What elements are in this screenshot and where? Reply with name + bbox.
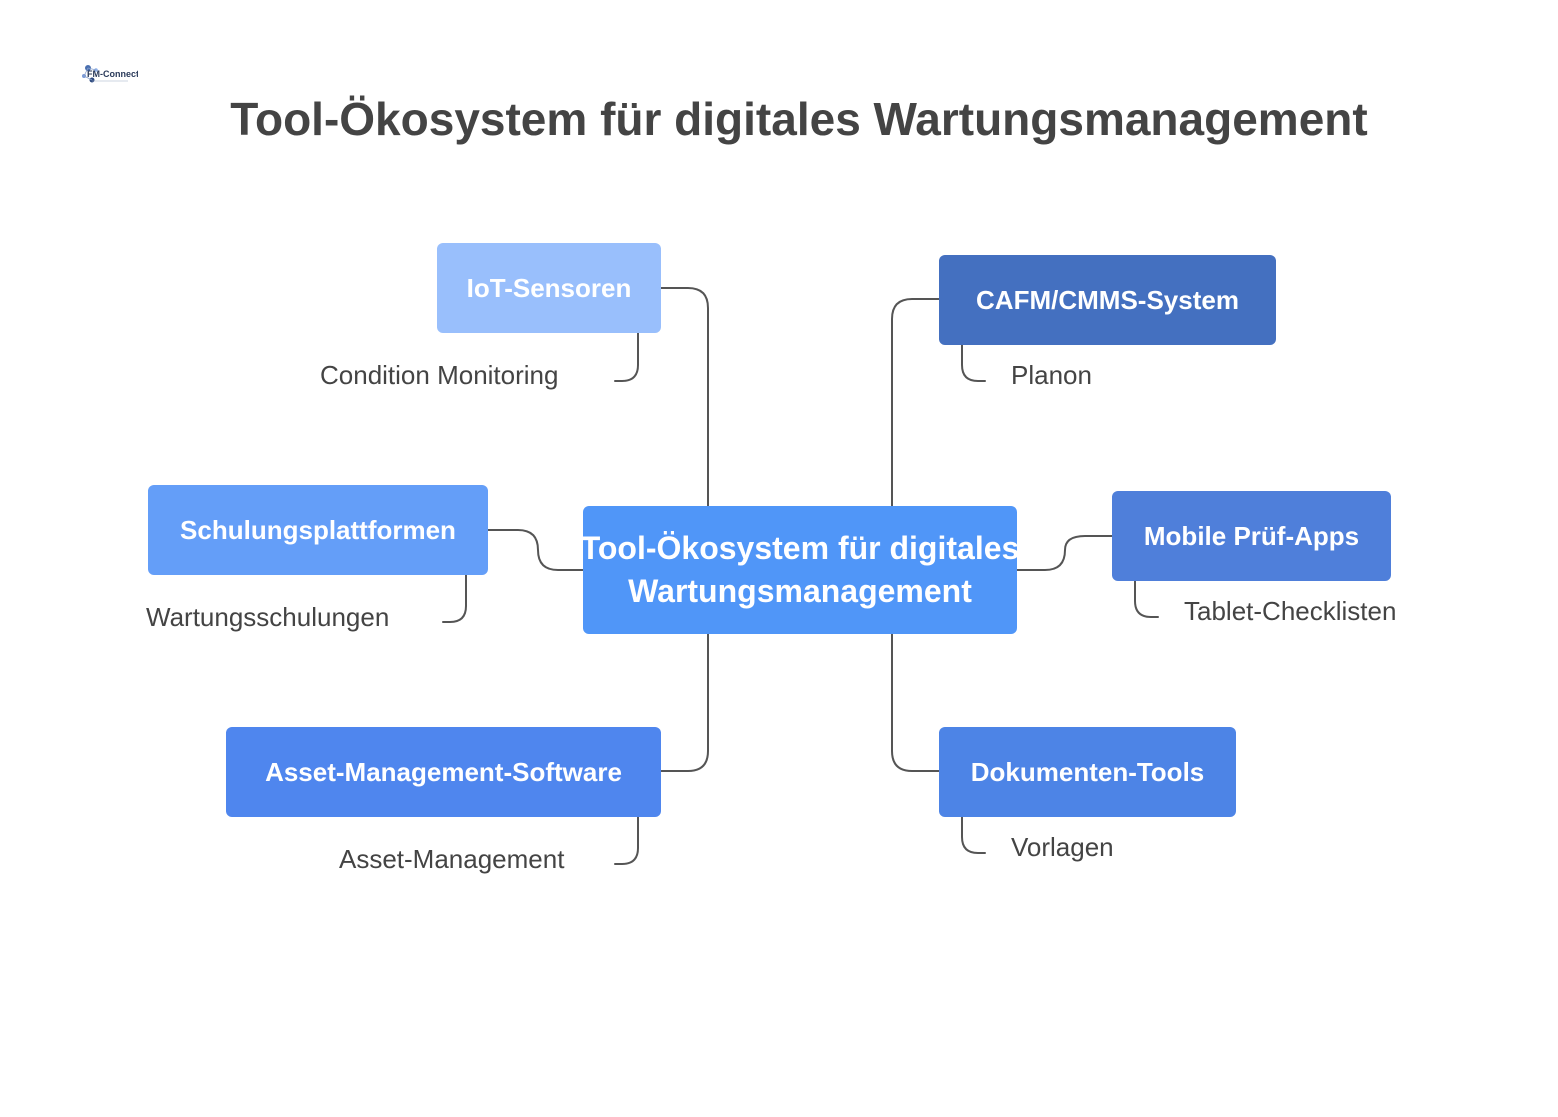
detail-tablet-checklisten: Tablet-Checklisten: [1184, 596, 1397, 626]
node-schulungsplattformen[interactable]: Schulungsplattformen: [148, 485, 488, 575]
connector-mobile: [1016, 535, 1113, 571]
connector-iot: [660, 287, 709, 507]
node-asset-management-software[interactable]: Asset-Management-Software: [226, 727, 661, 817]
detail-vorlagen: Vorlagen: [1011, 832, 1114, 862]
connector-doku: [891, 633, 940, 772]
center-node-line2: Wartungsmanagement: [628, 573, 972, 609]
node-iot-sensoren-label: IoT-Sensoren: [466, 272, 632, 303]
connector-asset-detail: [614, 816, 639, 865]
logo-text: FM-Connect.com: [87, 69, 138, 79]
page-title: Tool-Ökosystem für digitales Wartungsman…: [230, 93, 1368, 145]
connector-cafm: [891, 298, 940, 507]
connector-cafm-detail: [961, 344, 986, 382]
node-asset-management-software-label: Asset-Management-Software: [265, 756, 622, 787]
node-cafm-cmms-system-label: CAFM/CMMS-System: [976, 284, 1239, 315]
node-dokumenten-tools-label: Dokumenten-Tools: [970, 756, 1205, 787]
connector-doku-detail: [961, 816, 986, 854]
center-node-line1: Tool-Ökosystem für digitales: [583, 530, 1017, 566]
node-iot-sensoren[interactable]: IoT-Sensoren: [437, 243, 661, 333]
fm-connect-logo: FM-Connect.com: [78, 60, 160, 90]
node-mobile-pruef-apps[interactable]: Mobile Prüf-Apps: [1112, 491, 1391, 581]
detail-planon: Planon: [1011, 360, 1092, 390]
connector-schulung: [487, 529, 584, 571]
center-node[interactable]: Tool-Ökosystem für digitales Wartungsman…: [583, 506, 1017, 634]
node-schulungsplattformen-label: Schulungsplattformen: [180, 514, 456, 545]
connector-mobile-detail: [1134, 580, 1159, 618]
node-cafm-cmms-system[interactable]: CAFM/CMMS-System: [939, 255, 1276, 345]
node-dokumenten-tools[interactable]: Dokumenten-Tools: [939, 727, 1236, 817]
detail-asset-management: Asset-Management: [339, 844, 565, 874]
detail-wartungsschulungen: Wartungsschulungen: [146, 602, 390, 632]
connector-iot-detail: [614, 332, 639, 382]
node-mobile-pruef-apps-label: Mobile Prüf-Apps: [1143, 520, 1360, 551]
detail-condition-monitoring: Condition Monitoring: [320, 360, 559, 390]
connector-asset: [660, 633, 709, 772]
connector-schulung-detail: [442, 574, 467, 623]
